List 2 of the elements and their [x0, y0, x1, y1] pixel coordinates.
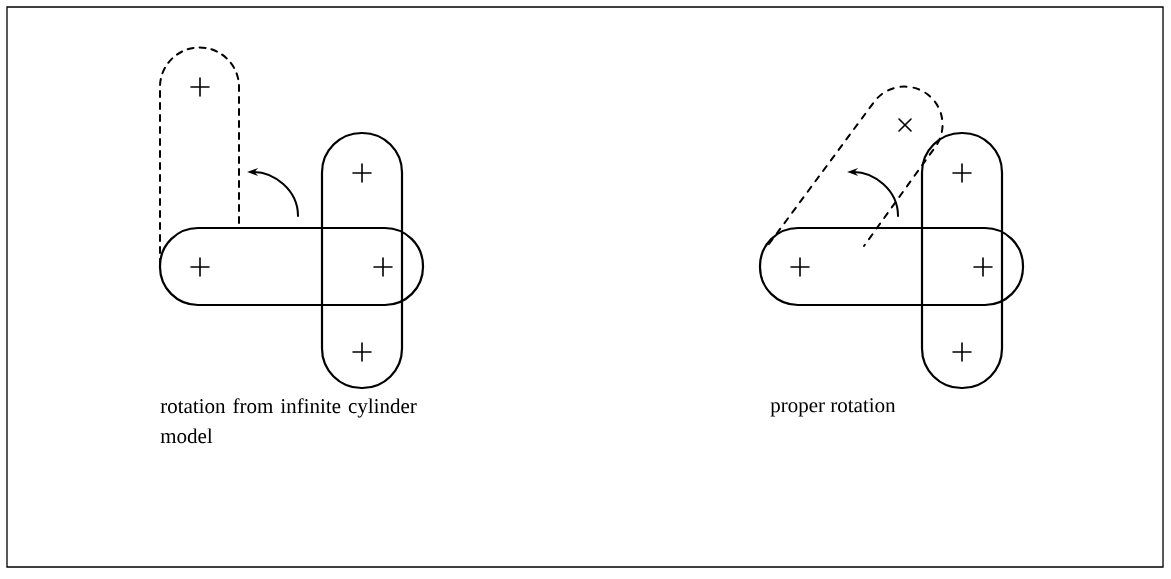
caption: proper rotation — [770, 398, 896, 417]
caption: rotation from infinite cylinder model — [160, 398, 417, 444]
